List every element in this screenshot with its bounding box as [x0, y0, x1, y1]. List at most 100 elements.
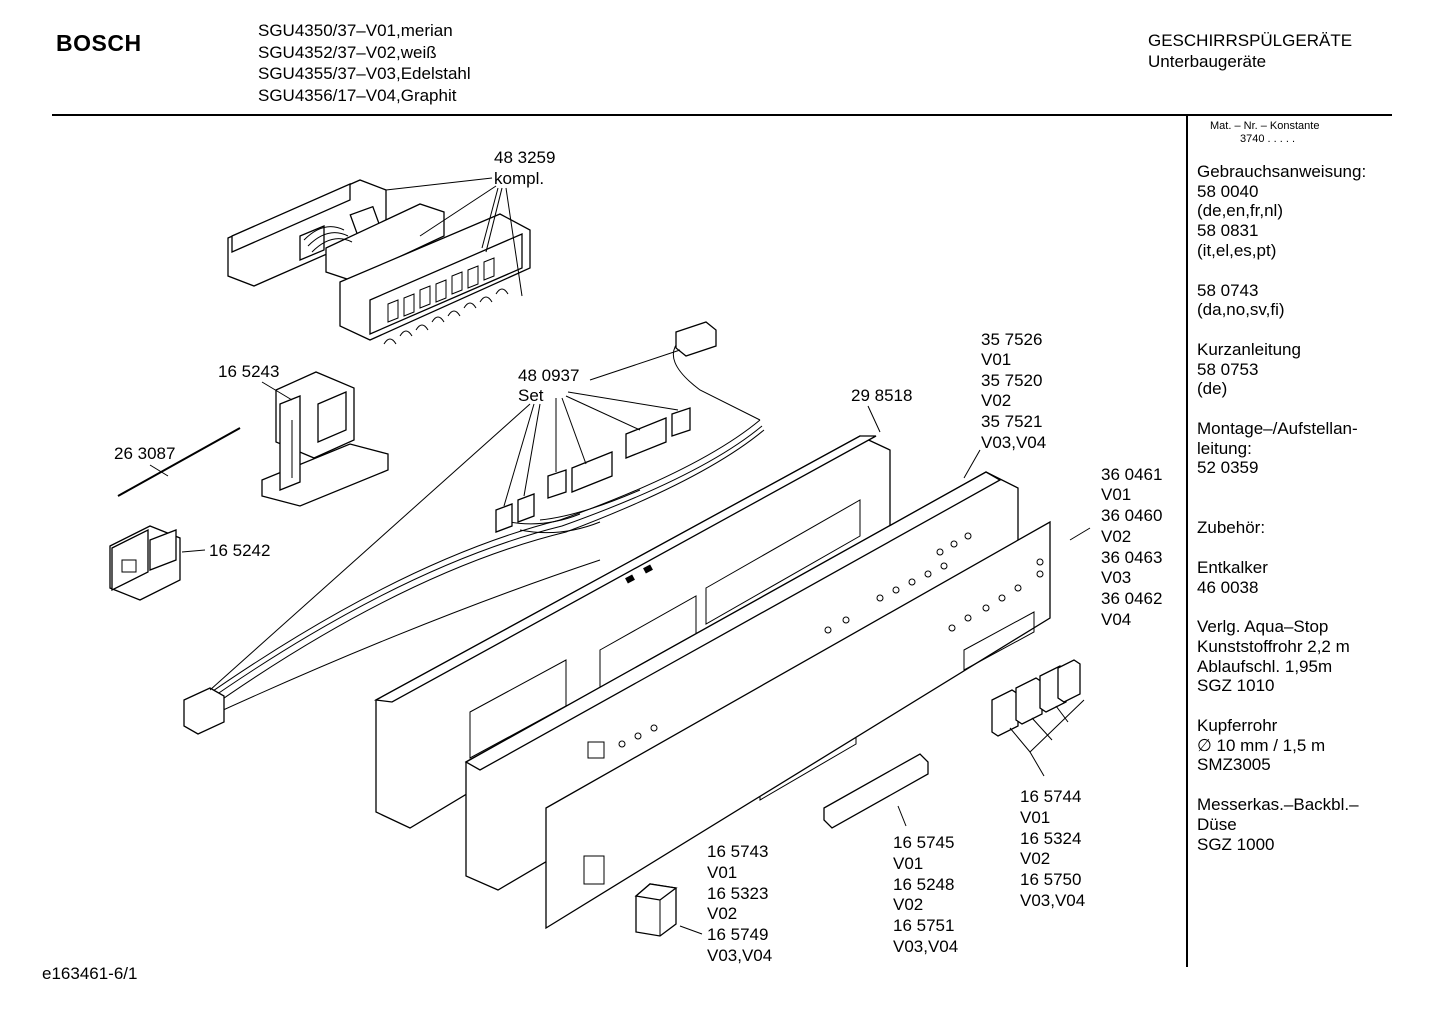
sidebar-line: Entkalker	[1197, 557, 1268, 577]
sidebar-block: Kupferrohr ∅ 10 mm / 1,5 m SMZ3005	[1197, 716, 1366, 775]
leader-165744	[1009, 699, 1085, 777]
label-480937: 48 0937 Set	[518, 366, 579, 405]
part-number: 36 0460	[1101, 506, 1162, 525]
sidebar-line: Düse	[1197, 814, 1237, 834]
sidebar-line: 52 0359	[1197, 458, 1259, 478]
sidebar-line: Verlg. Aqua–Stop	[1197, 617, 1329, 637]
part-number: 16 5751	[893, 916, 954, 935]
label-165744: 16 5744 V01 16 5324 V02 16 5750 V03,V04	[1020, 787, 1085, 910]
part-number: 16 5745	[893, 833, 954, 852]
leader-165242	[181, 549, 206, 553]
part-variant: V03,V04	[1020, 891, 1085, 910]
switch-part	[109, 525, 181, 601]
leader-480937	[209, 349, 681, 691]
knob-part	[634, 883, 678, 937]
sidebar-line: (de)	[1197, 379, 1228, 399]
part-number: 35 7520	[981, 371, 1042, 390]
sidebar-line: 58 0040	[1197, 181, 1259, 201]
part-number: 48 0937	[518, 366, 579, 385]
brand-logo: BOSCH	[56, 30, 142, 56]
sidebar-line: 58 0753	[1197, 359, 1259, 379]
part-number: 16 5750	[1020, 870, 1081, 889]
part-variant: V03,V04	[893, 937, 958, 956]
sidebar-line: Ablaufschl. 1,95m	[1197, 656, 1333, 676]
wiring-harness-part	[183, 321, 765, 735]
part-number: 48 3259	[494, 148, 555, 167]
part-variant: V03,V04	[707, 946, 772, 965]
part-number: 35 7526	[981, 330, 1042, 349]
document-id: e163461-6/1	[42, 964, 138, 983]
leader-165743	[679, 925, 703, 935]
label-165242: 16 5242	[209, 541, 270, 560]
part-number: 26 3087	[114, 444, 175, 463]
sidebar-line: 46 0038	[1197, 577, 1259, 597]
sidebar-info: Gebrauchsanweisung: 58 0040 (de,en,fr,nl…	[1197, 162, 1366, 854]
sidebar-line: SMZ3005	[1197, 755, 1271, 775]
sidebar-line: ∅ 10 mm / 1,5 m	[1197, 735, 1326, 755]
sidebar-block: Entkalker 46 0038	[1197, 558, 1366, 597]
part-number: 16 5744	[1020, 787, 1081, 806]
sidebar-line: (it,el,es,pt)	[1197, 240, 1277, 260]
sidebar-block: Messerkas.–Backbl.– Düse SGZ 1000	[1197, 795, 1366, 854]
sidebar-line: Zubehör:	[1197, 518, 1266, 538]
part-variant: V02	[893, 895, 923, 914]
sidebar-line: 58 0831	[1197, 221, 1259, 241]
label-165243: 16 5243	[218, 362, 279, 381]
model-list: SGU4350/37–V01,merian SGU4352/37–V02,wei…	[258, 20, 471, 106]
part-note: kompl.	[494, 169, 544, 188]
material-number-box: Mat. – Nr. – Konstante 3740 . . . . .	[1210, 120, 1319, 146]
part-number: 29 8518	[851, 386, 912, 405]
mat-value: 3740 . . . . .	[1240, 133, 1296, 145]
bracket-part	[261, 371, 389, 507]
sidebar-line: leitung:	[1197, 438, 1252, 458]
sidebar-block: Kurzanleitung 58 0753 (de)	[1197, 340, 1366, 399]
appliance-category: GESCHIRRSPÜLGERÄTE Unterbaugeräte	[1148, 30, 1352, 72]
part-note: Set	[518, 386, 544, 405]
model-line: SGU4352/37–V02,weiß	[258, 42, 437, 62]
part-variant: V03,V04	[981, 433, 1046, 452]
leader-357526	[963, 449, 981, 479]
strip-part	[823, 753, 929, 829]
sidebar-line: SGZ 1010	[1197, 676, 1275, 696]
leader-165745	[897, 805, 907, 827]
label-298518: 29 8518	[851, 386, 912, 405]
label-357526: 35 7526 V01 35 7520 V02 35 7521 V03,V04	[981, 330, 1046, 452]
part-number: 16 5248	[893, 875, 954, 894]
part-variant: V03	[1101, 568, 1131, 587]
part-number: 16 5243	[218, 362, 279, 381]
part-variant: V01	[1020, 808, 1050, 827]
label-360461: 36 0461 V01 36 0460 V02 36 0463 V03 36 0…	[1101, 465, 1162, 629]
part-number: 16 5749	[707, 925, 768, 944]
sidebar-divider	[1186, 114, 1188, 967]
sidebar-line: Kunststoffrohr 2,2 m	[1197, 636, 1350, 656]
sidebar-line: Montage–/Aufstellan-	[1197, 419, 1358, 439]
sidebar-block: Gebrauchsanweisung: 58 0040 (de,en,fr,nl…	[1197, 162, 1366, 261]
front-plate-part	[545, 520, 1051, 930]
part-variant: V01	[707, 863, 737, 882]
sidebar-line: 58 0743	[1197, 280, 1259, 300]
part-number: 16 5323	[707, 884, 768, 903]
sidebar-block: Montage–/Aufstellan- leitung: 52 0359	[1197, 419, 1366, 478]
leader-165243	[261, 381, 293, 401]
model-line: SGU4356/17–V04,Graphit	[258, 85, 457, 105]
part-number: 16 5743	[707, 842, 768, 861]
sidebar-line: (da,no,sv,fi)	[1197, 300, 1285, 320]
category-subtitle: Unterbaugeräte	[1148, 52, 1267, 71]
sidebar-line: Gebrauchsanweisung:	[1197, 162, 1367, 181]
sidebar-line: Kupferrohr	[1197, 716, 1278, 736]
part-variant: V02	[707, 904, 737, 923]
label-165745: 16 5745 V01 16 5248 V02 16 5751 V03,V04	[893, 833, 958, 956]
leader-360461	[1069, 527, 1091, 541]
model-line: SGU4355/37–V03,Edelstahl	[258, 64, 471, 83]
sidebar-block: Verlg. Aqua–Stop Kunststoffrohr 2,2 m Ab…	[1197, 617, 1366, 696]
sidebar-line: (de,en,fr,nl)	[1197, 201, 1283, 221]
part-variant: V01	[1101, 485, 1131, 504]
leader-483259	[385, 177, 523, 297]
leader-298518	[867, 405, 881, 433]
part-number: 36 0461	[1101, 465, 1162, 484]
part-number: 16 5242	[209, 541, 270, 560]
model-line: SGU4350/37–V01,merian	[258, 21, 453, 40]
control-module-part	[227, 179, 531, 345]
sidebar-line: Kurzanleitung	[1197, 339, 1301, 359]
